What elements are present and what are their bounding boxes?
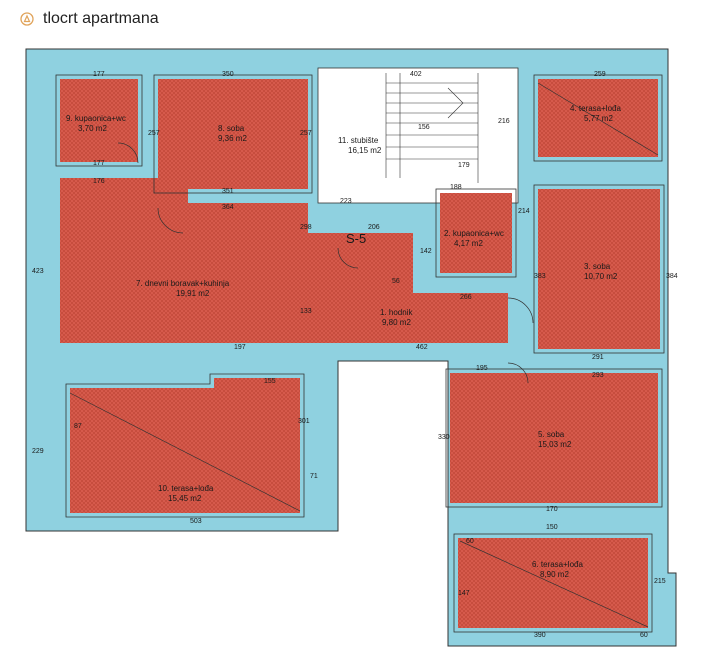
room-area: 9,36 m2 bbox=[218, 134, 247, 143]
room-label: 2. kupaonica+wc bbox=[444, 229, 504, 238]
room-3 bbox=[538, 189, 660, 349]
dimension-label: 179 bbox=[458, 162, 470, 169]
dimension-label: 214 bbox=[518, 208, 530, 215]
floor-plan: 9. kupaonica+wc 3,70 m2 8. soba 9,36 m2 … bbox=[25, 48, 678, 647]
room-label: 6. terasa+lođa bbox=[532, 560, 583, 569]
dimension-label: 170 bbox=[546, 506, 558, 513]
room-area: 16,15 m2 bbox=[348, 146, 382, 155]
dimension-label: 195 bbox=[476, 365, 488, 372]
room-9 bbox=[60, 79, 138, 162]
dimension-label: 259 bbox=[594, 71, 606, 78]
dimension-label: 156 bbox=[418, 124, 430, 131]
dimension-label: 87 bbox=[74, 423, 82, 430]
dimension-label: 298 bbox=[300, 224, 312, 231]
dimension-label: 155 bbox=[264, 378, 276, 385]
room-area: 15,45 m2 bbox=[168, 494, 202, 503]
room-10 bbox=[70, 378, 300, 513]
dimension-label: 229 bbox=[32, 448, 44, 455]
dimension-label: 330 bbox=[438, 434, 450, 441]
room-label: 11. stubište bbox=[338, 136, 379, 145]
room-area: 9,80 m2 bbox=[382, 318, 411, 327]
dimension-label: 390 bbox=[534, 632, 546, 639]
stairs bbox=[385, 73, 479, 183]
stair-tag: S-5 bbox=[346, 231, 366, 246]
room-label: 4. terasa+lođa bbox=[570, 104, 621, 113]
dimension-label: 133 bbox=[300, 308, 312, 315]
dimension-label: 301 bbox=[298, 418, 310, 425]
room-1 bbox=[204, 233, 508, 343]
room-8 bbox=[158, 79, 308, 189]
room-label: 3. soba bbox=[584, 262, 611, 271]
dimension-label: 216 bbox=[498, 118, 510, 125]
dimension-label: 188 bbox=[450, 184, 462, 191]
room-label: 10. terasa+lođa bbox=[158, 484, 214, 493]
dimension-label: 462 bbox=[416, 344, 428, 351]
stairwell bbox=[317, 67, 519, 204]
dimension-label: 60 bbox=[466, 538, 474, 545]
dimension-label: 384 bbox=[666, 273, 678, 280]
dimension-label: 60 bbox=[640, 632, 648, 639]
room-area: 19,91 m2 bbox=[176, 289, 210, 298]
floor-plan-icon bbox=[20, 12, 34, 26]
room-label: 5. soba bbox=[538, 430, 565, 439]
dimension-label: 364 bbox=[222, 204, 234, 211]
dimension-label: 350 bbox=[222, 71, 234, 78]
dimension-label: 177 bbox=[93, 71, 105, 78]
room-label: 7. dnevni boravak+kuhinja bbox=[136, 279, 230, 288]
room-area: 5,77 m2 bbox=[584, 114, 613, 123]
room-label: 9. kupaonica+wc bbox=[66, 114, 126, 123]
header: tlocrt apartmana bbox=[0, 0, 710, 40]
dimension-label: 257 bbox=[148, 130, 160, 137]
room-6 bbox=[458, 538, 648, 628]
dimension-label: 257 bbox=[300, 130, 312, 137]
dimension-label: 423 bbox=[32, 268, 44, 275]
dimension-label: 383 bbox=[534, 273, 546, 280]
dimension-label: 147 bbox=[458, 590, 470, 597]
dimension-label: 56 bbox=[392, 278, 400, 285]
dimension-label: 142 bbox=[420, 248, 432, 255]
room-2 bbox=[440, 193, 512, 273]
dimension-label: 402 bbox=[410, 71, 422, 78]
room-area: 10,70 m2 bbox=[584, 272, 618, 281]
page-title: tlocrt apartmana bbox=[43, 10, 159, 27]
dimension-label: 291 bbox=[592, 354, 604, 361]
dimension-label: 215 bbox=[654, 578, 666, 585]
dimension-label: 197 bbox=[234, 344, 246, 351]
dimension-label: 177 bbox=[93, 160, 105, 167]
dimension-label: 150 bbox=[546, 524, 558, 531]
room-area: 4,17 m2 bbox=[454, 239, 483, 248]
dimension-label: 223 bbox=[340, 198, 352, 205]
room-5 bbox=[450, 373, 658, 503]
room-area: 8,90 m2 bbox=[540, 570, 569, 579]
dimension-label: 176 bbox=[93, 178, 105, 185]
dimension-label: 503 bbox=[190, 518, 202, 525]
room-4 bbox=[538, 79, 658, 157]
room-area: 3,70 m2 bbox=[78, 124, 107, 133]
dimension-label: 293 bbox=[592, 372, 604, 379]
dimension-label: 266 bbox=[460, 294, 472, 301]
dimension-label: 351 bbox=[222, 188, 234, 195]
room-area: 15,03 m2 bbox=[538, 440, 572, 449]
room-label: 1. hodnik bbox=[380, 308, 413, 317]
room-label: 8. soba bbox=[218, 124, 245, 133]
room-7 bbox=[60, 178, 308, 343]
dimension-label: 206 bbox=[368, 224, 380, 231]
dimension-label: 71 bbox=[310, 473, 318, 480]
